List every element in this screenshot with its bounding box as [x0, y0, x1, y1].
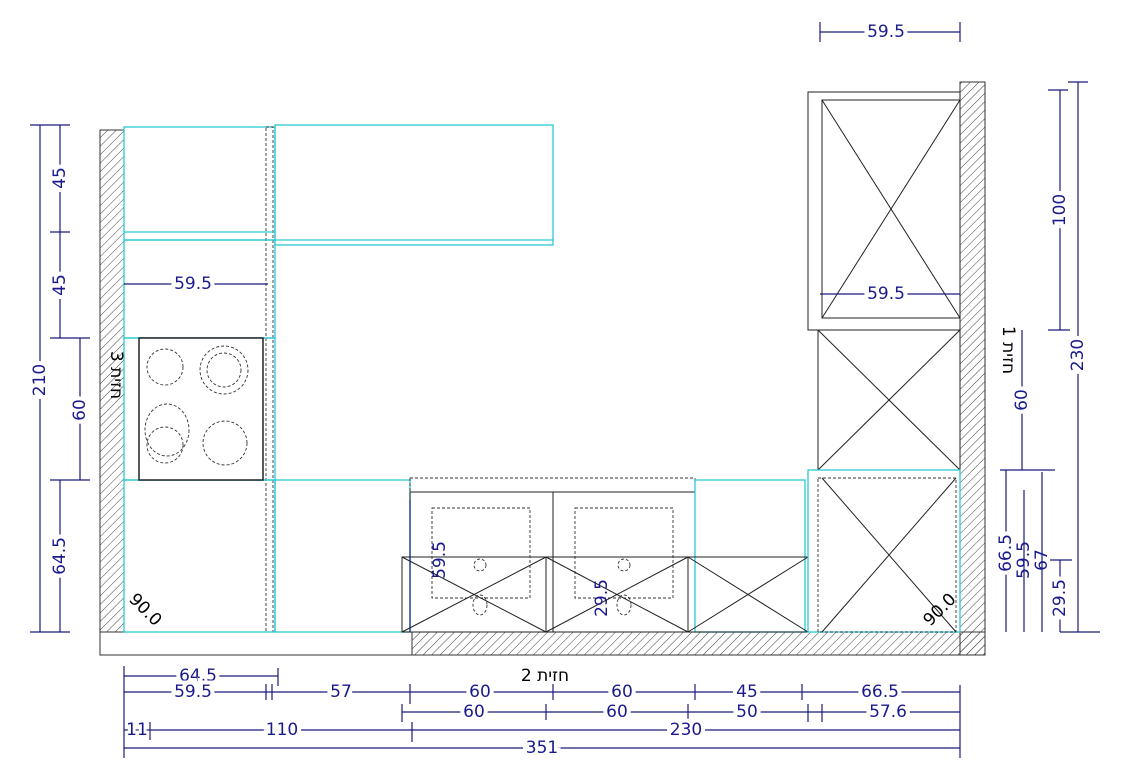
dim-left-a: 45 — [50, 167, 70, 189]
dim-left-base: 64.5 — [50, 537, 70, 575]
dim-bottom-total: 351 — [526, 738, 558, 758]
walls — [99, 81, 986, 656]
dimension-lines — [30, 22, 1100, 758]
dim-bottom-row2: 50 — [736, 702, 758, 722]
bottom-cabinets — [274, 477, 809, 633]
dim-bottom-row1: 60 — [469, 682, 491, 702]
dim-bottom-row2: 57.6 — [869, 702, 907, 722]
bottom-wall-plain — [99, 631, 413, 656]
right-wall — [959, 81, 986, 656]
bottom-wall — [411, 631, 986, 656]
wall-1-label: חזית 1 — [998, 326, 1018, 374]
dim-right-c: 67 — [1032, 549, 1052, 571]
dim-left-b: 45 — [50, 274, 70, 296]
dim-left-cooktop: 60 — [70, 399, 90, 421]
faucet-icons — [472, 558, 632, 616]
dim-top: 59.5 — [867, 22, 905, 42]
dim-bottom-row0: 64.5 — [179, 666, 217, 686]
dim-bottom-row1: 60 — [611, 682, 633, 702]
dim-bottom-row1: 57 — [330, 682, 352, 702]
dim-right-b: 59.5 — [1014, 541, 1034, 579]
left-cabinets — [123, 126, 276, 633]
dim-right-d: 29.5 — [1050, 579, 1070, 617]
dim-bottom-row3: 11 — [126, 720, 148, 740]
dim-bottom-row1: 45 — [736, 682, 758, 702]
burner-icons — [144, 345, 249, 466]
right-cabinets — [807, 91, 961, 633]
upper-cabinet — [274, 124, 554, 246]
dim-bottom-row1: 66.5 — [861, 682, 899, 702]
dimension-labels: 59.5 59.5 59.5 210 45 45 60 64.5 230 100… — [26, 18, 1092, 762]
dim-left-total: 210 — [30, 364, 50, 396]
wall-3-label: חזית 3 — [106, 351, 126, 399]
dim-left-inner: 59.5 — [174, 274, 212, 294]
dim-right-total: 230 — [1068, 339, 1088, 371]
dim-right-mid: 60 — [1012, 389, 1032, 411]
dim-tall-inner: 59.5 — [867, 284, 905, 304]
dim-sink-depth: 59.5 — [430, 541, 450, 579]
left-wall — [99, 129, 125, 656]
wall-2-label: חזית 2 — [521, 666, 569, 686]
corner-angle-left: 90.0 — [125, 590, 166, 631]
dim-bottom-row3: 230 — [670, 720, 702, 740]
dim-sink-inner: 29.5 — [592, 579, 612, 617]
dim-bottom-row1: 59.5 — [174, 682, 212, 702]
dim-bottom-row2: 60 — [606, 702, 628, 722]
dim-right-upper: 100 — [1050, 194, 1070, 226]
dim-bottom-row2: 60 — [463, 702, 485, 722]
corner-angle-right: 90.0 — [920, 590, 961, 631]
dim-bottom-row3: 110 — [266, 720, 298, 740]
cooktop — [138, 337, 264, 481]
dim-right-a: 66.5 — [996, 534, 1016, 572]
